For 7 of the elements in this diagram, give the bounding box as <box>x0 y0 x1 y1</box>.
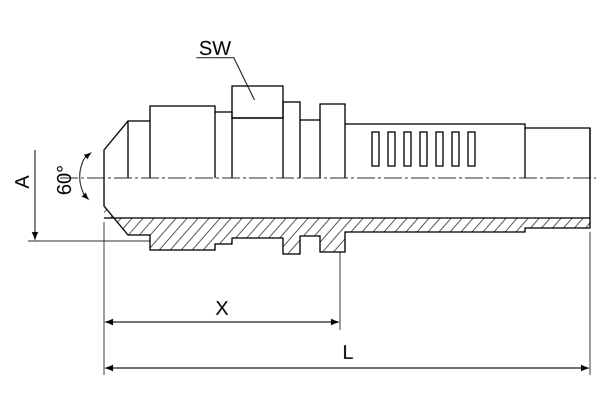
dimension-label: X <box>216 301 228 315</box>
angle-label: 60° <box>56 166 72 194</box>
dimension-label: A <box>15 175 29 189</box>
leader-line <box>196 57 255 100</box>
dimension-label: L <box>344 345 353 359</box>
part-label: SW <box>200 40 232 56</box>
hex-head <box>231 85 284 119</box>
